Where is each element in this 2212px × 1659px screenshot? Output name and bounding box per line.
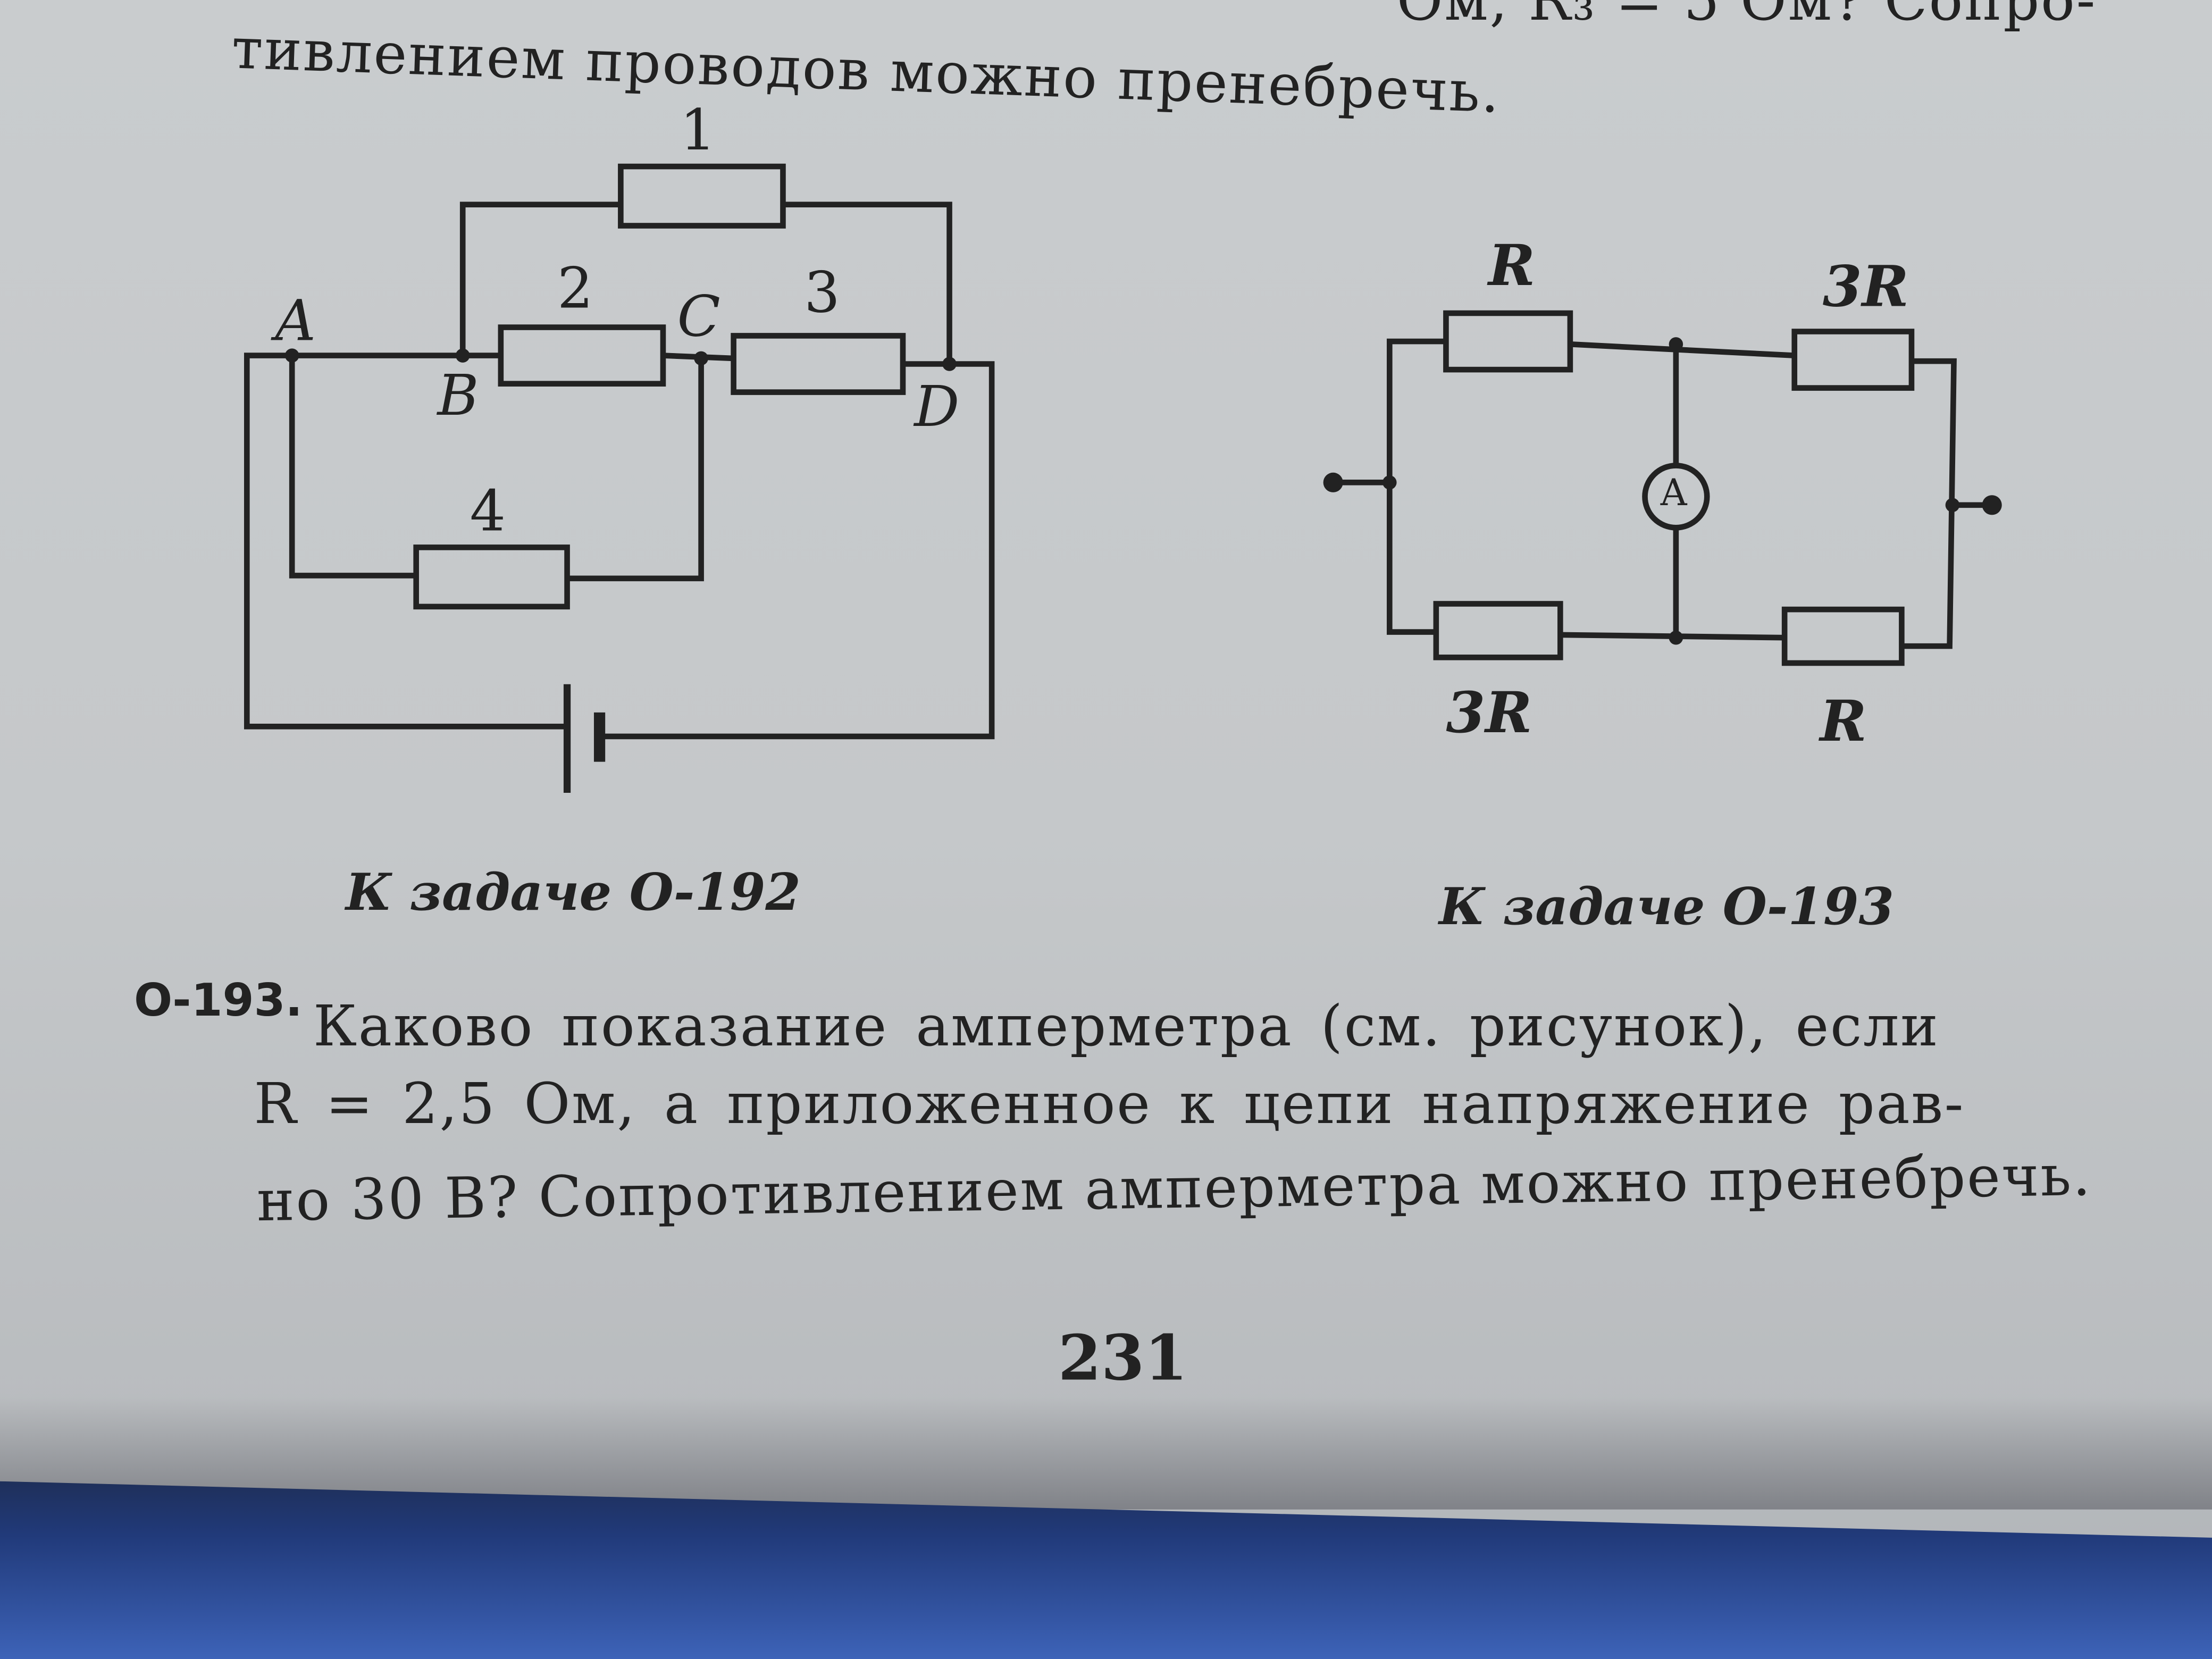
- ammeter: [1642, 463, 1710, 531]
- resistor-3R-top: [1791, 329, 1915, 391]
- problem-line1: Каково показание амперметра (см. рисунок…: [313, 994, 1940, 1060]
- terminals: [1323, 337, 2002, 645]
- problem-number: О-193.: [134, 973, 303, 1027]
- wire: [1570, 341, 1795, 358]
- wire: [289, 355, 416, 579]
- node-A: A: [275, 289, 316, 354]
- label-R-bottom: R: [1820, 688, 1867, 755]
- caption-193: К задаче О-193: [1439, 877, 1894, 937]
- label-r4: 4: [470, 480, 506, 545]
- left-terminal: [1323, 472, 1343, 492]
- node-C: C: [677, 284, 720, 350]
- label-3R-bottom: 3R: [1446, 680, 1532, 747]
- resistor-4: [413, 544, 570, 610]
- label-R-top: R: [1488, 232, 1536, 299]
- top-text-line1: Ом, R₃ = 5 Ом? Сопро-: [1396, 0, 2097, 34]
- wire: [1386, 338, 1446, 635]
- problem-line2: R = 2,5 Ом, а приложенное к цепи напряже…: [254, 1072, 1965, 1137]
- page-number: 231: [1058, 1323, 1188, 1395]
- resistor-R-top: [1443, 310, 1573, 373]
- resistor-3R-bottom: [1433, 601, 1563, 660]
- resistor-2: [498, 324, 666, 387]
- wire: [783, 202, 952, 370]
- label-r3: 3: [804, 261, 840, 326]
- wire: [567, 358, 704, 582]
- right-terminal: [1982, 495, 2002, 515]
- resistor-3: [731, 333, 906, 395]
- junction-dots: [284, 348, 957, 371]
- node-B: B: [437, 364, 479, 429]
- resistor-1: [618, 163, 786, 229]
- wire: [244, 353, 567, 730]
- caption-192: К задаче О-192: [346, 863, 801, 923]
- resistor-R-bottom: [1781, 606, 1905, 666]
- label-r1: 1: [680, 98, 716, 164]
- wire: [459, 202, 621, 356]
- label-3R-top: 3R: [1822, 254, 1909, 321]
- ammeter-label: A: [1660, 472, 1687, 515]
- node-D: D: [914, 375, 960, 440]
- circuit-192: [244, 163, 995, 793]
- label-r2: 2: [557, 256, 593, 322]
